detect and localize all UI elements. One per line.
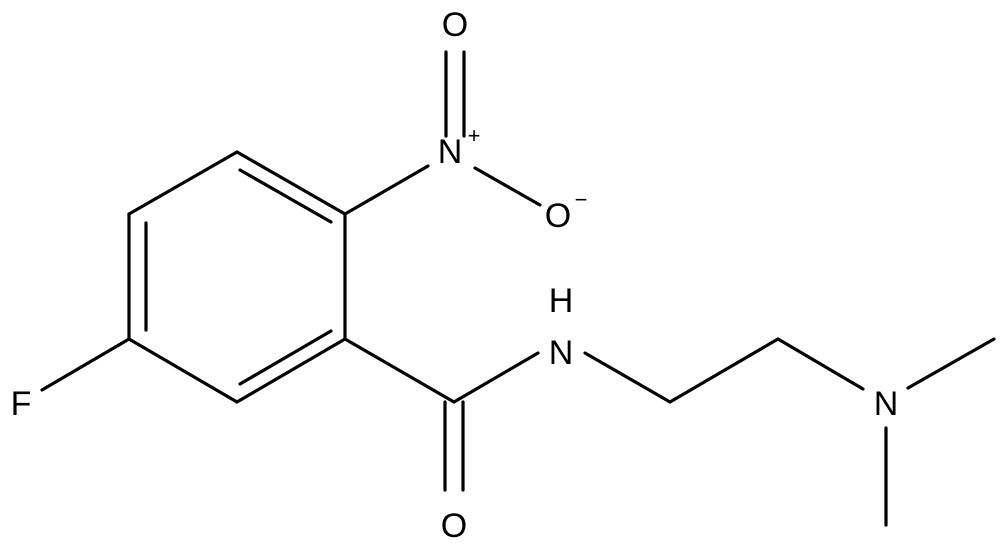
bond-ch2-ch2 xyxy=(668,337,780,404)
ring-bond-1 xyxy=(235,150,347,216)
atom-f: F xyxy=(11,385,32,423)
bond-nh-ch2 xyxy=(583,351,672,404)
bond-ring-carbonyl xyxy=(343,337,456,404)
ring-bond-3-inner xyxy=(238,329,333,386)
atom-o-nitro-minus: O xyxy=(545,197,571,235)
bond-nitro-o-minus xyxy=(473,166,542,207)
atom-o-nitro-top: O xyxy=(442,6,468,44)
atom-n-amide: N xyxy=(549,334,574,372)
atom-n-amine: N xyxy=(874,385,899,423)
atom-o-nitro-minus-charge: − xyxy=(575,187,588,212)
bond-carbonyl-nh xyxy=(452,351,540,404)
bond-ch2-namine xyxy=(776,337,865,391)
atom-o-carbonyl: O xyxy=(441,507,467,545)
ring-bond-6 xyxy=(127,150,239,216)
atom-n-nitro: N xyxy=(438,133,463,171)
bond-namine-methyl-1 xyxy=(906,337,996,390)
ring-bond-4 xyxy=(127,337,239,404)
atom-n-nitro-charge: + xyxy=(468,123,481,148)
bond-ring-nitro xyxy=(343,164,430,216)
ring-bond-1-inner xyxy=(238,168,333,224)
ring-bond-3 xyxy=(235,337,347,404)
bond-ring-f xyxy=(40,337,131,392)
atom-h-amide: H xyxy=(549,282,574,320)
